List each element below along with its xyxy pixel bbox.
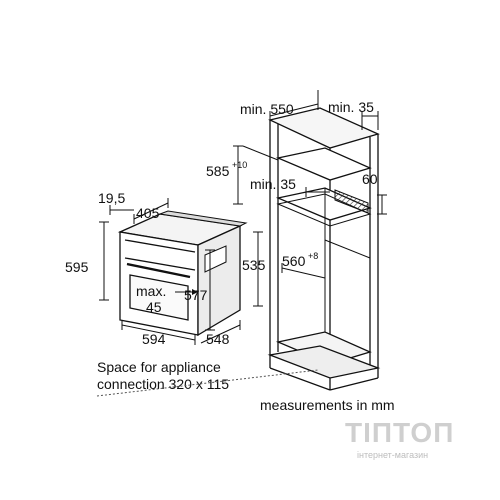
oven-top-depth-label: 405 bbox=[136, 205, 160, 221]
cabinet-niche-width-label: 560 bbox=[282, 253, 306, 269]
oven-dimensions bbox=[99, 198, 263, 345]
cabinet-min-top-label: min. 35 bbox=[328, 99, 374, 115]
units-note: measurements in mm bbox=[260, 397, 395, 413]
oven-max-label-line1: max. bbox=[136, 283, 166, 299]
oven-max-label-line2: 45 bbox=[146, 299, 162, 315]
cabinet-drawing bbox=[267, 107, 381, 391]
cabinet-min-gap-label: min. 35 bbox=[250, 176, 296, 192]
oven-side-face bbox=[197, 224, 241, 337]
cabinet-niche-height-tolerance: +10 bbox=[232, 160, 247, 170]
space-note-line2: connection 320 x 115 bbox=[97, 376, 229, 392]
oven-inner-height-label: 577 bbox=[184, 287, 208, 303]
cabinet-min-depth-label: min. 550 bbox=[240, 101, 294, 117]
cabinet-dimensions bbox=[233, 90, 387, 283]
cabinet-niche-height-label: 585 bbox=[206, 163, 230, 179]
cabinet-vent-label: 60 bbox=[362, 171, 378, 187]
oven-depth-label: 548 bbox=[206, 331, 230, 347]
oven-width-label: 594 bbox=[142, 331, 166, 347]
oven-door-window bbox=[129, 274, 189, 321]
vent-opening bbox=[334, 189, 369, 214]
oven-door-handle bbox=[126, 262, 191, 279]
oven-height-label: 595 bbox=[65, 259, 89, 275]
cabinet-niche-width-tolerance: +8 bbox=[308, 251, 318, 261]
oven-inner-height2-label: 535 bbox=[242, 257, 266, 273]
oven-offset-label: 19,5 bbox=[98, 190, 125, 206]
watermark-subtitle: інтернет-магазин bbox=[357, 450, 428, 460]
space-note-line1: Space for appliance bbox=[97, 359, 221, 375]
oven-drawing bbox=[117, 210, 248, 337]
watermark-brand: ТІПТОП bbox=[345, 417, 454, 448]
space-leader-line bbox=[96, 369, 319, 397]
